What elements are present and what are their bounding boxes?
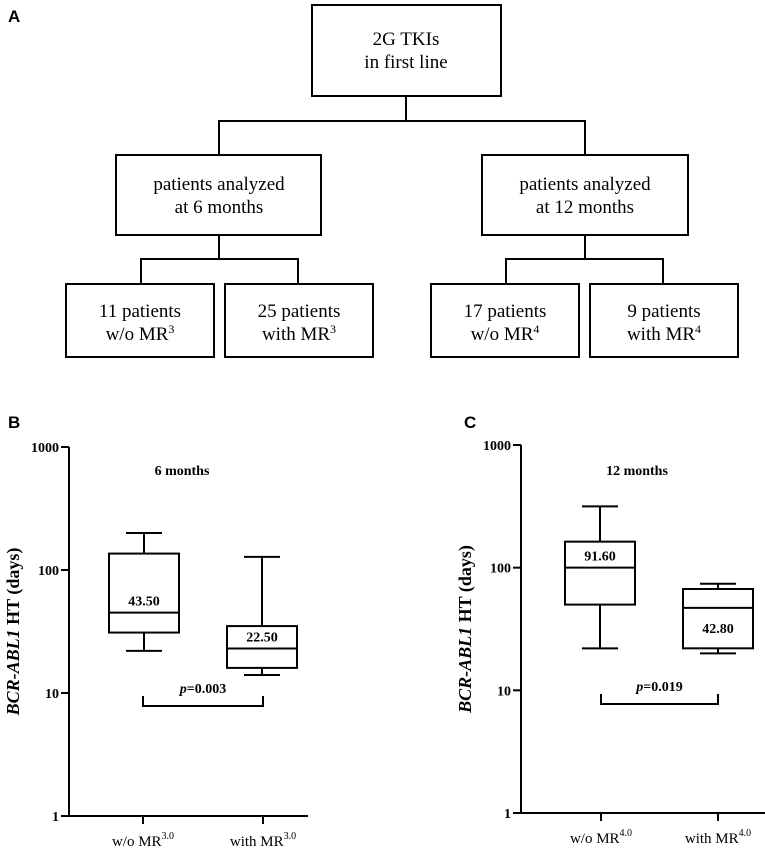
significance-bracket [142,696,264,707]
median-label: 43.50 [128,595,160,610]
p-value-label: p=0.003 [179,682,226,697]
box-iqr [226,625,298,669]
box-iqr [682,588,754,650]
y-tick-label: 1000 [31,441,59,456]
x-tick-label: with MR4.0 [685,828,751,847]
leaf-count: 17 patients [464,301,547,322]
flowchart-6-months-box: patients analyzed at 6 months [115,154,322,236]
flowchart-12-months-box: patients analyzed at 12 months [481,154,689,236]
leaf-group: w/o MR4 [471,322,540,345]
chart-title: 12 months [606,464,668,479]
box-without: 91.60 [564,505,636,650]
leaf-group: with MR4 [627,322,701,345]
leaf-count: 9 patients [627,301,700,322]
y-tick-label: 10 [497,684,511,699]
leaf-box-border [224,283,374,358]
y-axis-label: BCR-ABL1 HT (days) [455,545,476,714]
median-label: 42.80 [702,622,734,637]
leaf-box-border [65,283,215,358]
y-tick-label: 10 [45,687,59,702]
panel-label-a: A [8,7,20,26]
panel-label-c: C [464,413,476,432]
mid-left-line2: at 6 months [175,197,264,218]
y-tick-label: 100 [38,564,59,579]
root-line2: in first line [364,52,447,73]
y-tick-label: 100 [490,562,511,577]
x-tick-label: w/o MR4.0 [570,828,632,847]
median-label: 91.60 [584,550,616,565]
panel-label-b: B [8,413,20,432]
p-value-label: p=0.019 [635,680,682,695]
leaf-box-border [589,283,739,358]
box-without: 43.50 [108,531,180,652]
chart-title: 6 months [155,464,210,479]
significance-bracket [600,694,719,705]
leaf-count: 25 patients [258,301,341,322]
box-with: 22.50 [226,555,298,677]
leaf-count: 11 patients [99,301,181,322]
y-tick-label: 1 [52,810,59,825]
box-with: 42.80 [682,582,754,655]
median-label: 22.50 [246,631,278,646]
flowchart-root-box: 2G TKIs in first line [311,4,502,97]
mid-right-line2: at 12 months [536,197,634,218]
y-tick-label: 1 [504,807,511,822]
mid-left-line1: patients analyzed [153,174,285,195]
y-axis-label: BCR-ABL1 HT (days) [3,548,24,717]
y-tick-label: 1000 [483,439,511,454]
leaf-group: w/o MR3 [106,322,175,345]
flowchart-connectors [140,96,664,284]
leaf-box-border [430,283,580,358]
mid-right-line1: patients analyzed [519,174,651,195]
x-tick-label: with MR3.0 [230,831,296,850]
x-tick-label: w/o MR3.0 [112,831,174,850]
box-iqr [564,540,636,606]
box-iqr [108,552,180,634]
leaf-group: with MR3 [262,322,336,345]
root-line1: 2G TKIs [373,29,440,50]
